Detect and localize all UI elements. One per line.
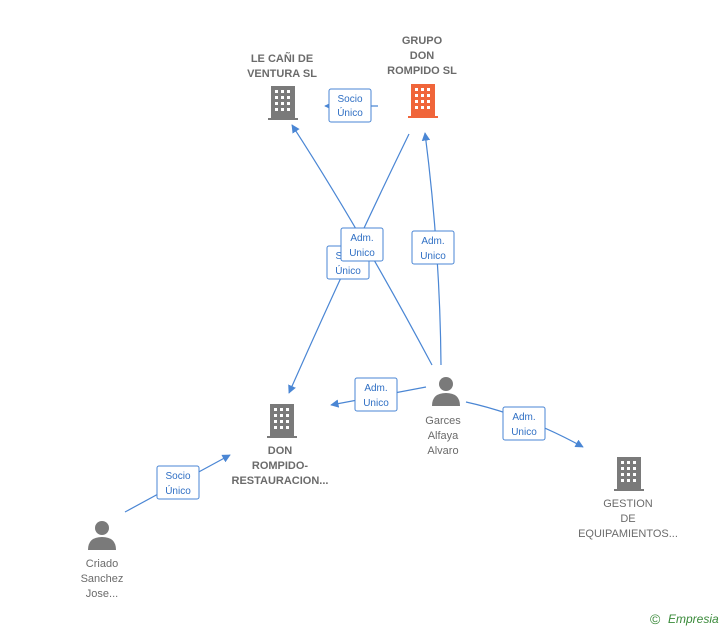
edge-label-garces-to-lecani[interactable]: Adm. Unico <box>340 227 384 262</box>
edge-label-line: Unico <box>511 427 537 438</box>
node-grupo-don[interactable]: GRUPO DON ROMPIDO SL <box>387 35 457 118</box>
edges <box>124 101 584 513</box>
node-garces-alfaya-alvaro[interactable]: Garces Alfaya Alvaro <box>425 377 461 457</box>
edge-label-line: Adm. <box>364 383 387 394</box>
edge-label-line: Unico <box>363 398 389 409</box>
edge-label-line: Unico <box>349 248 375 259</box>
node-label-line: GRUPO <box>402 35 443 47</box>
node-don-rompido-restauracion[interactable]: DON ROMPIDO- RESTAURACION... <box>232 404 329 487</box>
building-icon <box>408 84 438 118</box>
node-label-line: LE CAÑI DE <box>251 52 313 65</box>
person-icon <box>432 377 460 406</box>
node-label-line: RESTAURACION... <box>232 475 329 487</box>
edge-label-line: Unico <box>420 251 446 262</box>
node-le-cani[interactable]: LE CAÑI DE VENTURA SL <box>247 52 317 120</box>
edge-label-garces-to-grupo[interactable]: Adm. Unico <box>411 230 455 265</box>
edge-label-line: Único <box>165 484 191 497</box>
building-icon <box>267 404 297 438</box>
edge-label-criado-to-donrest[interactable]: Socio Único <box>156 465 200 500</box>
node-label-line: Sanchez <box>81 573 124 585</box>
node-label-line: Criado <box>86 558 118 570</box>
brand-name: Empresia <box>668 612 719 626</box>
node-label-line: VENTURA SL <box>247 68 317 80</box>
edge-label-line: Único <box>337 106 363 119</box>
node-label-line: Jose... <box>86 588 118 600</box>
node-label-line: EQUIPAMIENTOS... <box>578 528 678 540</box>
node-label-line: ROMPIDO- <box>252 460 309 472</box>
building-icon <box>614 457 644 491</box>
edge-label-garces-to-donrest[interactable]: Adm. Unico <box>354 377 398 412</box>
person-icon <box>88 521 116 550</box>
node-gestion-equipamientos[interactable]: GESTION DE EQUIPAMIENTOS... <box>578 457 678 540</box>
edge-labels: Socio Único Socio Único Adm. Unico Adm. … <box>156 88 546 500</box>
copyright-icon: © <box>650 611 661 627</box>
node-label-line: Alfaya <box>428 430 459 442</box>
edge-label-line: Único <box>335 264 361 277</box>
edge-label-line: Adm. <box>350 233 373 244</box>
node-label-line: DON <box>410 50 435 62</box>
node-label-line: Alvaro <box>427 445 458 457</box>
node-label-line: GESTION <box>603 498 653 510</box>
node-criado-sanchez-jose[interactable]: Criado Sanchez Jose... <box>81 521 124 600</box>
node-label-line: ROMPIDO SL <box>387 65 457 77</box>
edge-label-grupo-to-lecani[interactable]: Socio Único <box>328 88 372 123</box>
edge-label-line: Adm. <box>512 412 535 423</box>
node-label-line: Garces <box>425 415 461 427</box>
edge-label-line: Socio <box>337 94 362 105</box>
edge-label-line: Adm. <box>421 236 444 247</box>
edge-label-garces-to-gestion[interactable]: Adm. Unico <box>502 406 546 441</box>
node-label-line: DON <box>268 445 293 457</box>
node-label-line: DE <box>620 513 635 525</box>
building-icon <box>268 86 298 120</box>
edge-label-line: Socio <box>165 471 190 482</box>
brand-footer[interactable]: © Empresia <box>650 611 719 627</box>
